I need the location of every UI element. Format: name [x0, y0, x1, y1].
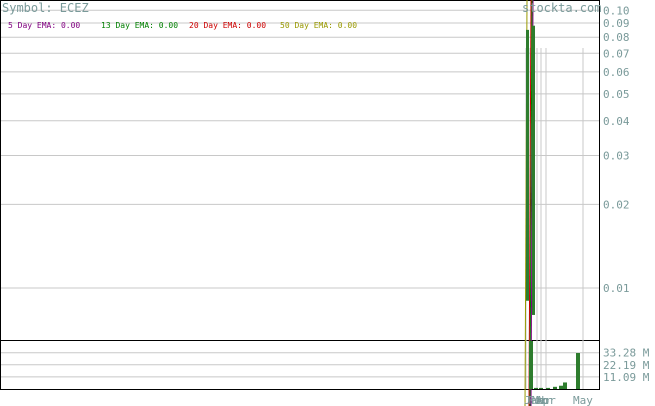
- volume-bar: [546, 387, 550, 389]
- price-tick-label: 0.06: [603, 66, 630, 79]
- date-tick-label: May: [573, 394, 593, 406]
- date-tick-label: Apr: [536, 394, 556, 406]
- price-tick-label: 0.08: [603, 31, 630, 44]
- date-tick-label: Mar: [532, 394, 552, 406]
- legend-ema-50: 50 Day EMA: 0.00: [280, 21, 357, 30]
- volume-tick-label: 33.28 M: [603, 347, 650, 360]
- volume-bar: [534, 387, 538, 389]
- volume-tick-label: 22.19 M: [603, 359, 650, 372]
- volume-bar: [553, 386, 557, 389]
- price-candle: [526, 29, 529, 301]
- volume-bars: [529, 341, 580, 389]
- price-tick-label: 0.01: [603, 282, 630, 295]
- price-candles: [526, 25, 535, 315]
- volume-axis-labels: 33.28 M22.19 M11.09 M: [603, 347, 650, 384]
- price-panel-frame: [0, 0, 600, 341]
- price-tick-label: 0.04: [603, 115, 630, 128]
- volume-bar: [529, 341, 533, 389]
- ema-line: [529, 0, 533, 406]
- volume-bar: [539, 387, 543, 389]
- volume-tick-label: 11.09 M: [603, 371, 650, 384]
- symbol-label: Symbol: ECEZ: [2, 1, 89, 15]
- price-tick-label: 0.10: [603, 4, 630, 17]
- price-tick-label: 0.02: [603, 198, 630, 211]
- date-tick-label: Feb: [528, 394, 548, 406]
- volume-bar: [559, 385, 563, 389]
- date-tick-label: Jan: [524, 394, 544, 406]
- ema-line: [528, 0, 532, 406]
- price-tick-label: 0.03: [603, 150, 630, 163]
- price-tick-label: 0.09: [603, 17, 630, 30]
- price-gridlines: [1, 9, 599, 289]
- price-candle: [532, 25, 535, 315]
- price-tick-label: 0.05: [603, 88, 630, 101]
- legend-ema-20: 20 Day EMA: 0.00: [189, 21, 266, 30]
- price-axis-labels: 0.100.090.08 0.07 0.06 0.05 0.04 0.03 0.02 0.01: [603, 4, 630, 295]
- volume-bar: [563, 382, 567, 389]
- volume-bar: [576, 353, 580, 389]
- ema-legend: 5 Day EMA: 0.00 13 Day EMA: 0.00 20 Day …: [8, 21, 357, 30]
- watermark: stockta.com: [522, 1, 601, 15]
- legend-ema-13: 13 Day EMA: 0.00: [101, 21, 178, 30]
- price-tick-label: 0.07: [603, 47, 630, 60]
- volume-gridlines: [1, 352, 599, 378]
- legend-ema-5: 5 Day EMA: 0.00: [8, 21, 80, 30]
